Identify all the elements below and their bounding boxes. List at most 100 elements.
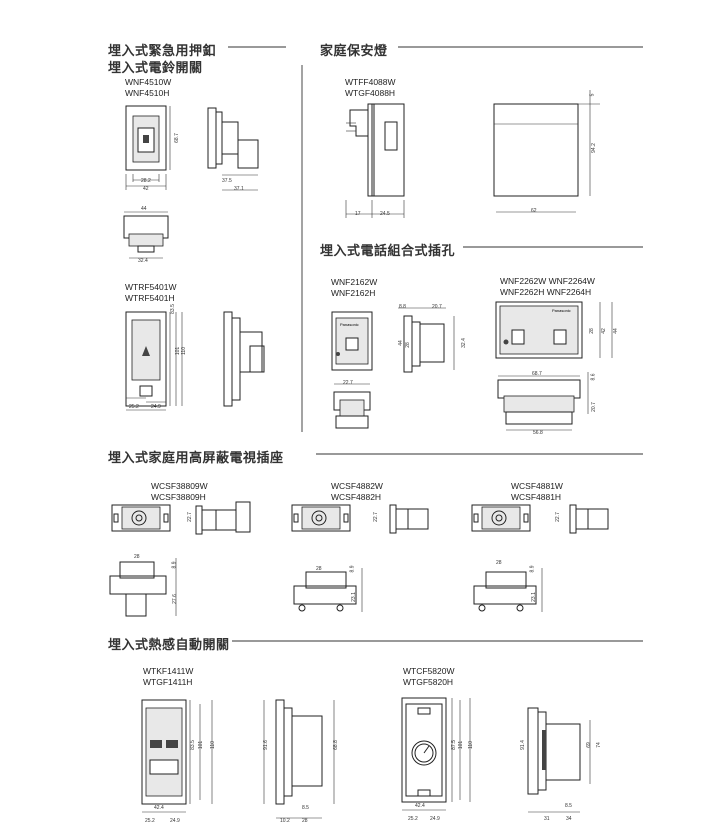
- dim-label: 94.2: [590, 143, 597, 153]
- section-title-heat-sensor: 埋入式熱感自動開關: [108, 638, 230, 653]
- dim-label: 110: [467, 741, 474, 749]
- wnf4510-side-view: [207, 107, 259, 191]
- dim-label: 20.7: [590, 402, 597, 412]
- dim-label: 8.5: [302, 805, 309, 811]
- dim-label: 91.6: [262, 740, 269, 750]
- dim-label: 101: [198, 740, 205, 750]
- dim-label: 101: [458, 740, 465, 750]
- dim-label: 68.7: [173, 133, 180, 143]
- dim-label: 34: [566, 816, 572, 822]
- heading-rules: [228, 46, 643, 642]
- dim-label: 23.1: [350, 592, 357, 602]
- wnf4510-front-view: [125, 105, 171, 190]
- dim-label: 22.7: [372, 512, 379, 522]
- dim-label: 8.6: [590, 373, 597, 381]
- section-title-tv-outlet: 埋入式家庭用高屏蔽電視插座: [108, 451, 284, 466]
- section-title-emergency: 埋入式緊急用押釦: [108, 44, 217, 59]
- dim-label: 22.7: [186, 512, 193, 522]
- dim-label: 8.8: [399, 304, 406, 310]
- dim-label: 5: [589, 93, 596, 97]
- wnf2162-top-view: [333, 383, 371, 429]
- dim-label: 8.9: [171, 561, 178, 569]
- dim-label: 22.7: [343, 380, 353, 386]
- wtff4088-side-view: [345, 103, 405, 218]
- dim-label: 68.8: [332, 740, 339, 750]
- dim-label: 42: [143, 186, 149, 192]
- dim-label: 25.2: [129, 404, 139, 410]
- section-title-phone-jack: 埋入式電話組合式插孔: [320, 244, 456, 259]
- svg-text:Panasonic: Panasonic: [340, 322, 359, 327]
- dim-label: 28: [316, 566, 322, 572]
- wtcf5820-side-view: [527, 707, 591, 813]
- wtrf5401-front-view: [125, 311, 183, 411]
- dim-label: 110: [180, 347, 187, 355]
- wtkf1411-side-view: [263, 699, 335, 819]
- dim-label: 28: [134, 554, 140, 560]
- dim-label: 87.5: [450, 740, 457, 750]
- dim-label: 24.9: [151, 404, 161, 410]
- dim-label: 42: [600, 328, 607, 334]
- dim-label: 32.4: [460, 338, 467, 348]
- dim-label: 74: [595, 742, 602, 748]
- dim-label: 20.7: [432, 304, 442, 310]
- dim-label: 42.4: [415, 803, 425, 809]
- dim-label: 110: [209, 741, 216, 749]
- dim-label: 27.6: [171, 594, 178, 604]
- dim-label: 44: [397, 340, 404, 346]
- dim-label: 25.2: [145, 818, 155, 824]
- dim-label: 28: [496, 560, 502, 566]
- wcsf38809-side-view: [195, 501, 251, 535]
- section-title-night-light: 家庭保安燈: [320, 44, 388, 59]
- dim-label: 37.1: [234, 186, 244, 192]
- dim-label: 83.5: [169, 304, 176, 314]
- dim-label: 28: [302, 818, 308, 824]
- wtrf5401-side-view: [223, 311, 265, 407]
- dim-label: 62: [531, 208, 537, 214]
- dim-label: 25.2: [408, 816, 418, 822]
- wnf4510-top-view: [123, 211, 169, 259]
- dim-label: 28: [588, 328, 595, 334]
- wcsf38809-front-view: [111, 504, 171, 532]
- dim-label: 31: [544, 816, 550, 822]
- dim-label: 28: [404, 342, 411, 348]
- dim-label: 17: [355, 211, 361, 217]
- wtcf5820-front-view: [401, 697, 471, 811]
- dim-label: 69: [585, 742, 592, 748]
- wnf2162-side-view: [398, 307, 455, 373]
- dim-label: 37.5: [222, 178, 232, 184]
- wcsf4881-top-view: [473, 568, 543, 612]
- wtkf1411-front-view: [141, 699, 213, 813]
- dim-label: 56.8: [533, 430, 543, 436]
- dim-label: 42.4: [154, 805, 164, 811]
- dim-label: 22.7: [554, 512, 561, 522]
- dim-label: 28.2: [141, 178, 151, 184]
- dim-label: 8.9: [529, 565, 536, 573]
- dim-label: 10.2: [280, 818, 290, 824]
- wtff4088-front-view: [493, 90, 600, 213]
- wcsf4881-front-view: [471, 504, 531, 532]
- wcsf4882-top-view: [293, 568, 363, 612]
- wnf2262-front-view: Panasonic: [495, 301, 613, 359]
- wnf2262-top-view: [497, 372, 589, 431]
- wcsf4881-side-view: [569, 504, 609, 534]
- dim-label: 44: [612, 328, 619, 334]
- dim-label: 23.1: [530, 592, 537, 602]
- dim-label: 8.5: [565, 803, 572, 809]
- dim-label: 68.7: [532, 371, 542, 377]
- section-title-bell-switch: 埋入式電鈴開關: [108, 61, 203, 76]
- wcsf4882-side-view: [389, 504, 429, 534]
- dim-label: 24.5: [380, 211, 390, 217]
- wcsf4882-front-view: [291, 504, 351, 532]
- dim-label: 91.4: [519, 740, 526, 750]
- dim-label: 44: [141, 206, 147, 212]
